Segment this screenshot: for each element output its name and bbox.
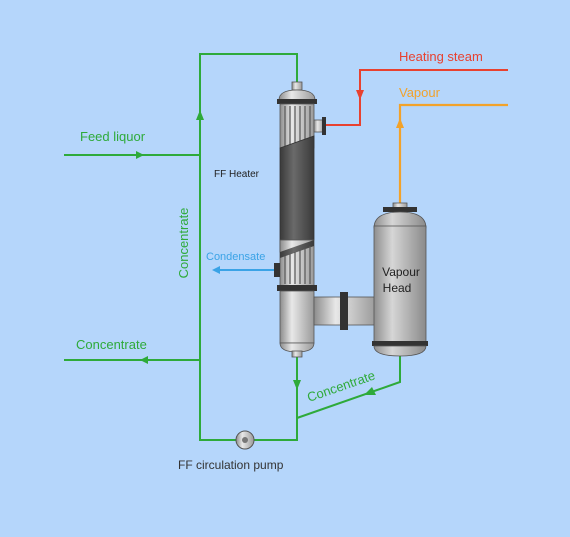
- label-vapour: Vapour: [399, 85, 441, 100]
- loop-up-arrow: [196, 110, 204, 120]
- label-vapour-head-2: Head: [383, 281, 412, 295]
- label-vapour-head-1: Vapour: [382, 265, 420, 279]
- label-heating-steam: Heating steam: [399, 49, 483, 64]
- vapour-head: [372, 202, 428, 357]
- condensate-arrow: [212, 266, 220, 274]
- label-condensate: Condensate: [206, 251, 265, 263]
- feed-arrow: [136, 151, 144, 159]
- concentrate-return-line: [296, 356, 401, 419]
- pump-discharge-line: [254, 355, 298, 441]
- concentrate-outlet-arrow: [140, 356, 148, 364]
- vapour-arrow: [396, 118, 404, 128]
- steam-arrow: [356, 90, 364, 100]
- label-concentrate-vertical: Concentrate: [176, 208, 191, 279]
- vapour-line: [396, 103, 508, 205]
- return-arrow: [364, 387, 376, 395]
- condensate-line: [212, 266, 276, 274]
- label-feed-liquor: Feed liquor: [80, 129, 146, 144]
- label-ff-heater: FF Heater: [214, 169, 260, 180]
- label-concentrate-outlet: Concentrate: [76, 337, 147, 352]
- ff-heater: [274, 81, 326, 358]
- label-concentrate-return: Concentrate: [305, 368, 377, 405]
- liquor-arrows: [136, 110, 376, 395]
- circulation-pump: [235, 430, 255, 450]
- pump-down-arrow: [293, 380, 301, 390]
- connecting-duct: [313, 292, 377, 330]
- label-circulation-pump: FF circulation pump: [178, 458, 284, 472]
- heating-steam-line: [326, 69, 508, 126]
- recirculation-loop-line: [199, 53, 298, 441]
